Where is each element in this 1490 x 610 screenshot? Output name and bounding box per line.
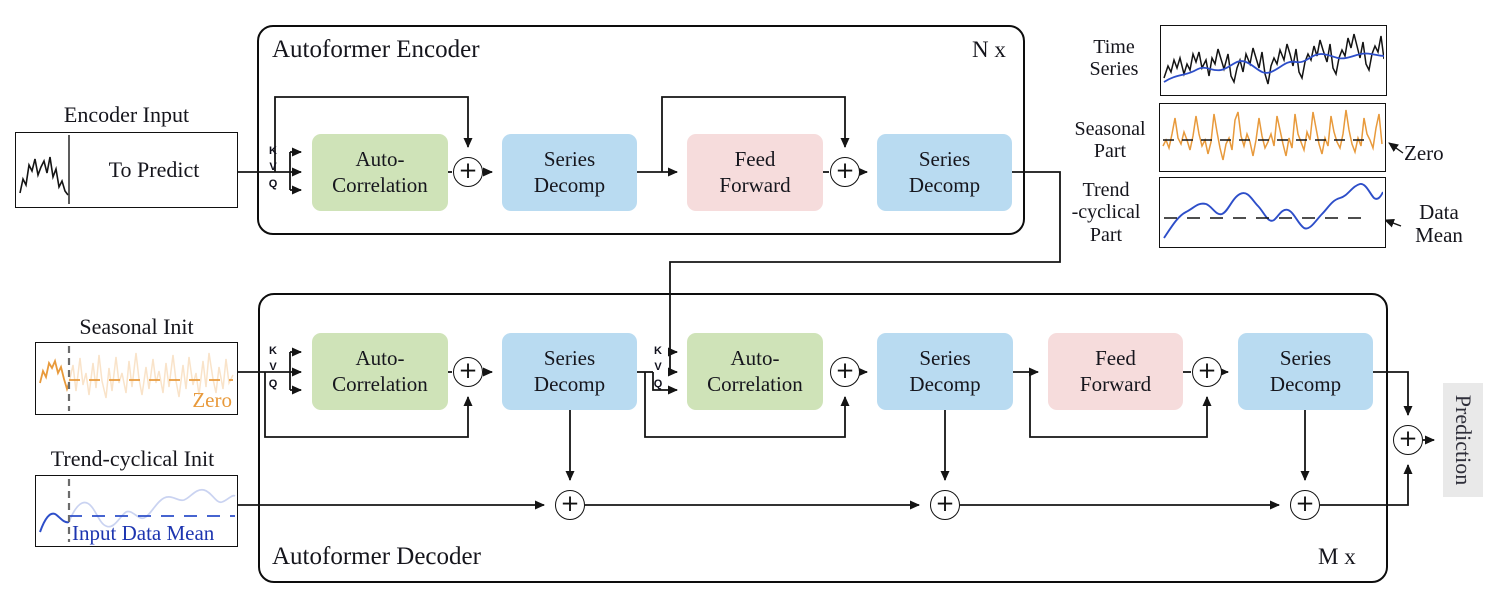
decoder-trend-add-node-1: + [555, 490, 585, 520]
encoder-input-box: To Predict [15, 132, 238, 208]
encoder-series-decomp-1-block: Series Decomp [502, 134, 637, 211]
block-label-line: Forward [1079, 371, 1152, 396]
block-label-line: Correlation [332, 371, 428, 396]
encoder-add-node-2: + [830, 157, 860, 187]
block-label-line: Auto- [730, 345, 780, 370]
trend-init-input-data-mean-annotation: Input Data Mean [72, 521, 215, 545]
autoformer-decoder-box [258, 293, 1388, 583]
trend-cyclical-init-box: Input Data Mean [35, 475, 238, 547]
prediction-output-box: Prediction [1443, 383, 1483, 497]
time-series-plot [1160, 25, 1387, 96]
block-label-line: Series [918, 146, 971, 171]
final-add-node: + [1393, 425, 1423, 455]
decoder-repeat-count: M x [1318, 544, 1356, 569]
block-label-line: Decomp [533, 172, 606, 197]
block-label-line: Decomp [909, 371, 981, 396]
label-line: Series [1089, 58, 1139, 81]
encoder-series-decomp-2-block: Series Decomp [877, 134, 1012, 211]
decoder-cross-q-label: Q [653, 378, 663, 390]
decoder-series-decomp-1-block: Series Decomp [502, 333, 637, 410]
encoder-repeat-count: N x [972, 37, 1006, 62]
block-label-line: Forward [719, 172, 791, 197]
decoder-trend-add-node-3: + [1290, 490, 1320, 520]
decoder-auto-correlation-2-block: Auto- Correlation [687, 333, 823, 410]
encoder-add-node-1: + [453, 157, 483, 187]
block-label-line: Decomp [908, 172, 981, 197]
decoder-add-node-3: + [1192, 357, 1222, 387]
data-mean-annotation: Data Mean [1398, 200, 1480, 248]
decoder-cross-v-label: V [654, 361, 662, 373]
decoder-add-node-2: + [830, 357, 860, 387]
encoder-auto-correlation-block: Auto- Correlation [312, 134, 448, 211]
decoder-title: Autoformer Decoder [272, 543, 481, 570]
seasonal-init-curves [39, 346, 234, 411]
block-label-line: Series [543, 345, 596, 370]
block-label-line: Feed [1095, 345, 1136, 370]
block-label-line: Auto- [355, 345, 405, 370]
annotation-line: Data [1419, 200, 1459, 224]
decoder-cross-k-label: K [654, 345, 662, 357]
block-label-line: Correlation [707, 371, 803, 396]
encoder-k-label: K [269, 145, 277, 157]
decoder-add-node-1: + [453, 357, 483, 387]
block-label-line: Decomp [533, 371, 606, 396]
seasonal-init-zero-annotation: Zero [192, 388, 232, 412]
seasonal-part-curves [1162, 109, 1383, 161]
encoder-q-label: Q [268, 178, 278, 190]
encoder-input-label: Encoder Input [63, 102, 190, 127]
label-line: Seasonal [1074, 118, 1146, 140]
seasonal-zero-annotation: Zero [1404, 141, 1444, 165]
trend-cyclical-part-label: Trend -cyclical Part [1058, 179, 1154, 246]
decoder-self-v-label: V [269, 361, 277, 373]
trend-init-curves [39, 479, 236, 542]
annotation-line: Mean [1415, 223, 1463, 248]
seasonal-part-label: Seasonal Part [1064, 118, 1156, 163]
to-predict-text: To Predict [108, 157, 200, 182]
decoder-self-k-label: K [269, 345, 277, 357]
encoder-input-series-plot [19, 135, 70, 204]
trend-cyclical-part-plot [1159, 177, 1386, 248]
decoder-series-decomp-2-block: Series Decomp [877, 333, 1013, 410]
autoformer-encoder-box [257, 25, 1025, 235]
trend-cyclical-init-label: Trend-cyclical Init [50, 446, 215, 471]
label-line: Part [1093, 140, 1127, 163]
label-line: Part [1089, 223, 1123, 246]
seasonal-init-box: Zero [35, 342, 238, 415]
decoder-trend-add-node-2: + [930, 490, 960, 520]
decoder-self-q-label: Q [268, 378, 278, 390]
seasonal-part-plot [1159, 103, 1386, 172]
block-label-line: Series [543, 146, 596, 171]
label-line: -cyclical [1071, 201, 1141, 224]
block-label-line: Series [919, 345, 971, 370]
seasonal-init-label: Seasonal Init [79, 314, 194, 339]
decoder-auto-correlation-1-block: Auto- Correlation [312, 333, 448, 410]
time-series-label: Time Series [1072, 36, 1156, 81]
time-series-curves [1163, 33, 1384, 85]
encoder-title: Autoformer Encoder [272, 36, 480, 63]
block-label-line: Auto- [355, 146, 405, 171]
decoder-series-decomp-3-block: Series Decomp [1238, 333, 1373, 410]
encoder-feed-forward-block: Feed Forward [687, 134, 823, 211]
encoder-v-label: V [269, 161, 277, 173]
label-line: Trend [1082, 179, 1130, 201]
label-line: Time [1093, 36, 1135, 58]
block-label-line: Feed [734, 146, 776, 171]
block-label-line: Series [1279, 345, 1332, 370]
prediction-label: Prediction [1451, 394, 1476, 486]
block-label-line: Correlation [332, 172, 428, 197]
decoder-feed-forward-block: Feed Forward [1048, 333, 1183, 410]
block-label-line: Decomp [1269, 371, 1342, 396]
trend-part-curves [1163, 183, 1383, 239]
